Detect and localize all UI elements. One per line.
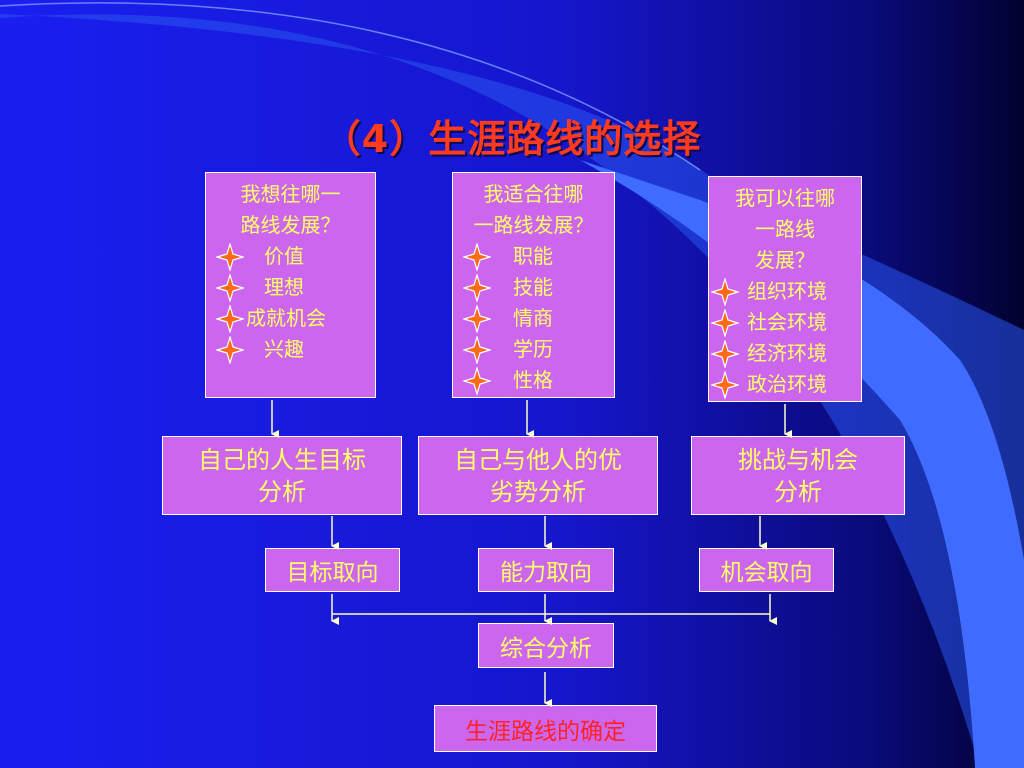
list-item: 社会环境 [709, 307, 861, 339]
analysis-line: 劣势分析 [490, 477, 586, 506]
analysis-line: 自己与他人的优 [454, 445, 622, 474]
list-item: 理想 [206, 272, 375, 304]
question-line: 我想往哪一 [240, 182, 341, 206]
star-bullet-icon [461, 272, 493, 304]
analysis-line: 分析 [774, 477, 822, 506]
item-label: 情商 [513, 306, 553, 330]
list-item: 组织环境 [709, 276, 861, 308]
question-box-2: 我适合往哪 一路线发展？ 职能 技能 情商 学历 性格 [452, 172, 615, 398]
star-bullet-icon [461, 334, 493, 366]
star-bullet-icon [709, 307, 741, 339]
item-label: 组织环境 [747, 279, 827, 303]
star-bullet-icon [709, 369, 741, 401]
item-label: 社会环境 [747, 310, 827, 334]
item-label: 职能 [513, 244, 553, 268]
analysis-box-2: 自己与他人的优 劣势分析 [418, 436, 658, 515]
star-bullet-icon [214, 241, 246, 273]
item-label: 技能 [513, 275, 553, 299]
question-line: 一路线发展？ [473, 213, 594, 237]
list-item: 成就机会 [206, 303, 375, 335]
question-box-1: 我想往哪一 路线发展？ 价值 理想 成就机会 兴趣 [205, 172, 376, 398]
item-label: 性格 [513, 368, 553, 392]
star-bullet-icon [214, 303, 246, 335]
question-box-3: 我可以往哪 一路线 发展？ 组织环境 社会环境 经济环境 政治环境 [708, 176, 862, 402]
list-item: 经济环境 [709, 338, 861, 370]
analysis-line: 分析 [258, 477, 306, 506]
star-bullet-icon [461, 365, 493, 397]
item-label: 经济环境 [747, 341, 827, 365]
list-item: 政治环境 [709, 369, 861, 401]
synthesis-box: 综合分析 [478, 623, 614, 668]
question-text: 我想往哪一 路线发展？ [206, 179, 375, 241]
star-bullet-icon [214, 272, 246, 304]
star-bullet-icon [709, 276, 741, 308]
analysis-line: 挑战与机会 [738, 445, 858, 474]
list-item: 情商 [453, 303, 614, 335]
question-line: 我适合往哪 [483, 182, 584, 206]
item-label: 价值 [264, 244, 304, 268]
orientation-box-opportunity: 机会取向 [699, 548, 834, 592]
orientation-box-goal: 目标取向 [265, 548, 400, 592]
star-bullet-icon [214, 334, 246, 366]
item-label: 政治环境 [747, 372, 827, 396]
item-label: 理想 [264, 275, 304, 299]
question-text: 我可以往哪 一路线 发展？ [709, 183, 861, 276]
final-box: 生涯路线的确定 [434, 705, 657, 752]
list-item: 技能 [453, 272, 614, 304]
question-text: 我适合往哪 一路线发展？ [453, 179, 614, 241]
star-bullet-icon [461, 241, 493, 273]
analysis-box-1: 自己的人生目标 分析 [162, 436, 402, 515]
question-line: 发展？ [755, 248, 815, 272]
question-line: 我可以往哪 [735, 186, 835, 210]
list-item: 价值 [206, 241, 375, 273]
item-label: 成就机会 [246, 306, 326, 330]
list-item: 学历 [453, 334, 614, 366]
orientation-box-ability: 能力取向 [478, 548, 614, 592]
analysis-line: 自己的人生目标 [198, 445, 366, 474]
item-label: 学历 [513, 337, 553, 361]
question-line: 路线发展？ [240, 213, 341, 237]
star-bullet-icon [461, 303, 493, 335]
star-bullet-icon [709, 338, 741, 370]
list-item: 职能 [453, 241, 614, 273]
list-item: 兴趣 [206, 334, 375, 366]
analysis-box-3: 挑战与机会 分析 [691, 436, 905, 515]
page-title: （4）生涯路线的选择 [322, 117, 702, 161]
list-item: 性格 [453, 365, 614, 397]
question-line: 一路线 [755, 217, 815, 241]
item-label: 兴趣 [264, 337, 304, 361]
